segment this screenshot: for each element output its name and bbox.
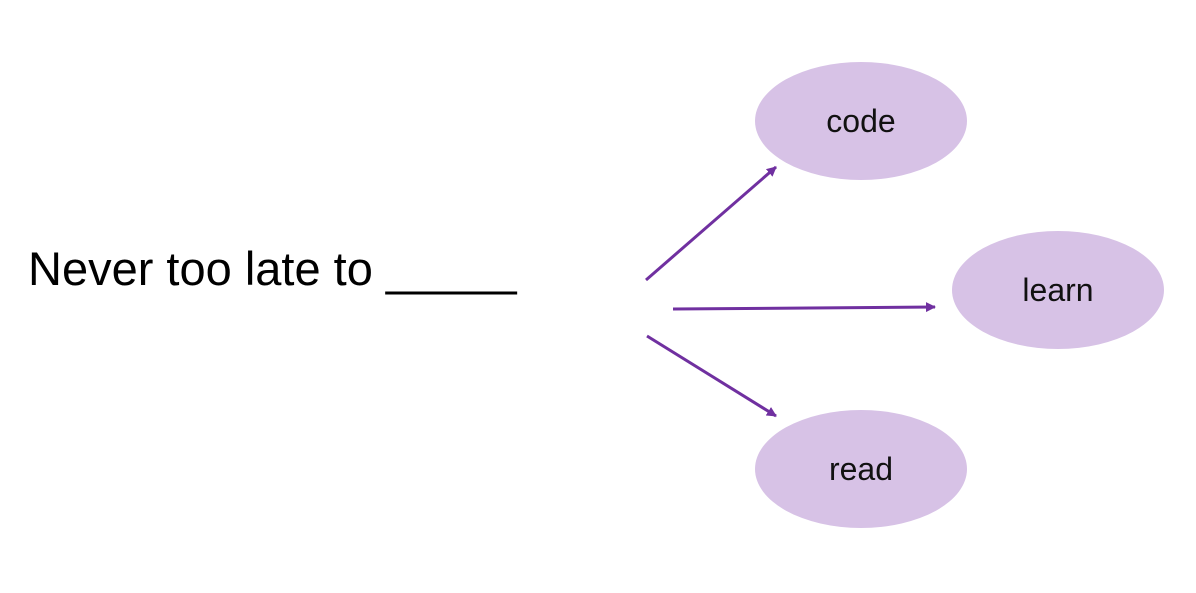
sentence-prompt: Never too late to _____ xyxy=(28,242,517,295)
arrow-to-learn xyxy=(672,302,936,313)
option-node-code-shape xyxy=(755,62,967,180)
option-node-read-shape xyxy=(755,410,967,528)
option-label-read: read xyxy=(829,451,893,487)
option-node-learn-shape xyxy=(952,231,1164,349)
option-label-learn: learn xyxy=(1022,272,1093,308)
option-node-learn: learn xyxy=(952,231,1164,349)
option-node-code: code xyxy=(755,62,967,180)
arrow-to-code xyxy=(645,165,777,282)
arrow-to-read xyxy=(646,334,777,418)
option-label-code: code xyxy=(826,103,895,139)
option-node-read: read xyxy=(755,410,967,528)
